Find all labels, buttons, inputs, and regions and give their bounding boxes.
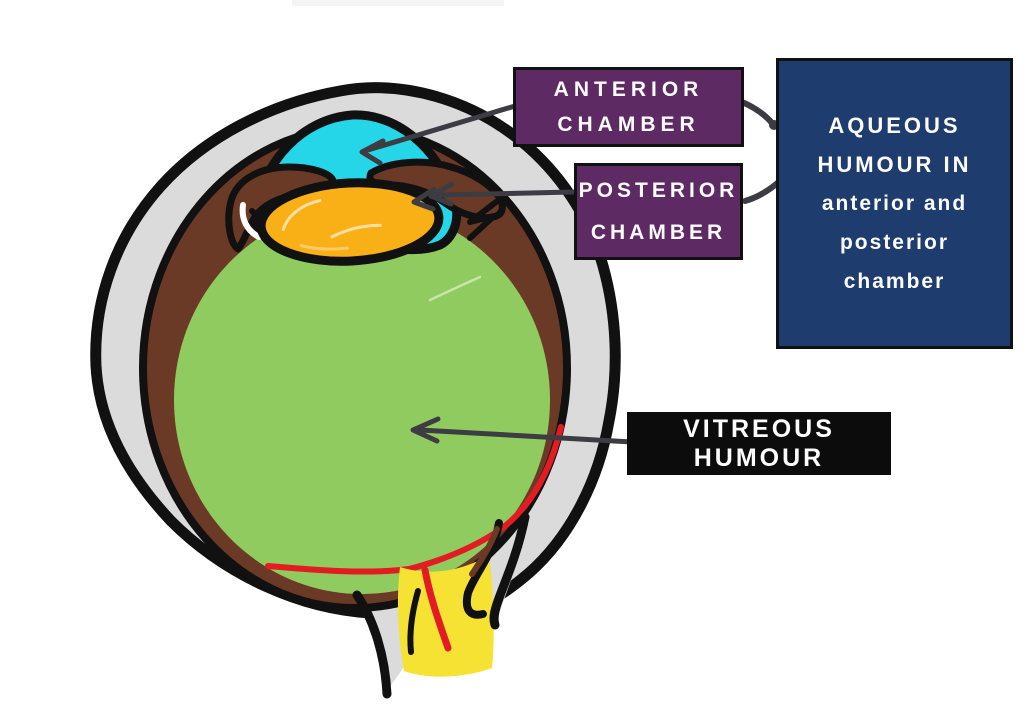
- vitreous-body: [174, 206, 550, 594]
- posterior-chamber-label-line2: CHAMBER: [590, 220, 727, 244]
- aqueous-humour-label-line1: AQUEOUS: [828, 113, 961, 138]
- anterior-chamber-arrow-line: [365, 103, 518, 153]
- optic-funnel-left-inner-line: [407, 588, 421, 655]
- aqueous-humour-label-line5: chamber: [843, 270, 946, 293]
- vitreous-humour-label: VITREOUS HUMOUR: [627, 412, 891, 475]
- posterior-chamber-label-line1: POSTERIOR: [578, 178, 739, 202]
- optic-funnel-right-outer-line: [489, 512, 530, 630]
- vitreous-humour-arrow-line: [417, 427, 635, 445]
- lens: [256, 178, 444, 266]
- aqueous-humour-label: AQUEOUS HUMOUR IN anterior and posterior…: [776, 58, 1013, 349]
- aqueous-humour-label-line4: posterior: [839, 231, 949, 254]
- aqueous-humour-label-line2: HUMOUR IN: [817, 152, 972, 177]
- aqueous-humour-label-line3: anterior and: [821, 192, 968, 215]
- retinal-vessel: [265, 424, 564, 575]
- vitreous-humour-label-text: VITREOUS HUMOUR: [683, 414, 835, 472]
- posterior-chamber-arrowhead: [428, 181, 455, 207]
- optic-funnel-left-outer-line: [352, 590, 392, 699]
- lens-highlight-3: [299, 244, 349, 251]
- connectors: [359, 99, 784, 445]
- anterior-chamber-arrowhead: [359, 138, 386, 166]
- anterior-chamber-label-line2: CHAMBER: [557, 113, 700, 136]
- anterior-chamber-label-line1: ANTERIOR: [553, 78, 704, 101]
- posterior-chamber-label: POSTERIOR CHAMBER: [574, 163, 743, 260]
- choroid-sliver-right-stem: [469, 526, 500, 577]
- anterior-to-aqueous-connector: [739, 99, 775, 126]
- anterior-chamber-label: ANTERIOR CHAMBER: [513, 67, 744, 147]
- vitreous-humour-arrowhead: [410, 416, 441, 444]
- posterior-chamber-arrowhead-2: [411, 186, 437, 212]
- lens-highlight-2: [330, 223, 382, 239]
- optic-nerve-vessel: [421, 566, 452, 652]
- cropped-banner-remnant: [292, 0, 504, 6]
- ciliary-zigzag-stroke: [467, 199, 499, 241]
- lens-highlight-1: [281, 199, 322, 232]
- vitreous-highlight-scratch: [428, 275, 482, 302]
- iris-left-highlight: [239, 202, 262, 240]
- posterior-chamber-arrow-line: [437, 189, 576, 198]
